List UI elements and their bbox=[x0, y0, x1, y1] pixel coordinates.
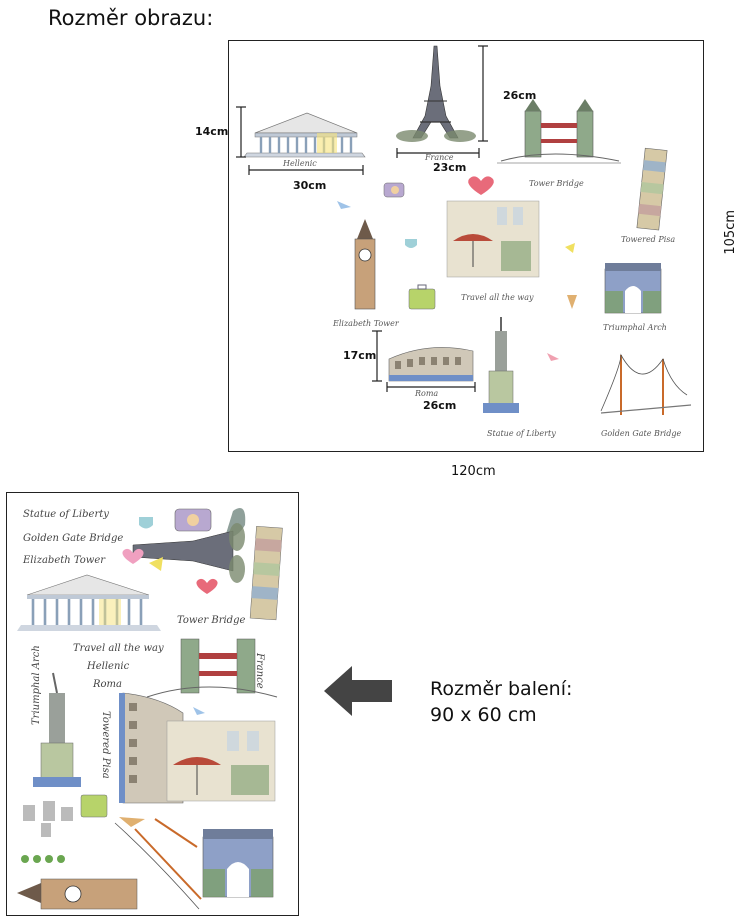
sheet-caption-roma: Roma bbox=[93, 679, 122, 690]
sheet-caption-travel: Travel all the way bbox=[73, 643, 164, 654]
arrow-left-icon bbox=[324, 666, 392, 716]
cafe-scene-sticker bbox=[446, 200, 540, 278]
wall-layout-illustration bbox=[236, 45, 692, 415]
caption-france: France bbox=[425, 153, 454, 162]
suitcase-sticker bbox=[408, 284, 436, 310]
sheet-teacup bbox=[139, 517, 153, 529]
bird-sticker bbox=[565, 243, 575, 253]
sticker-sheet-frame: Statue of Liberty Golden Gate Bridge Eli… bbox=[6, 492, 299, 916]
pisa-tower-sticker bbox=[636, 147, 668, 231]
packaging-label: Rozměr balení: bbox=[430, 678, 573, 700]
packaging-size: 90 x 60 cm bbox=[430, 704, 537, 726]
caption-travel: Travel all the way bbox=[461, 293, 534, 302]
parthenon-dimension-lines bbox=[236, 106, 364, 175]
eiffel-tower-sticker bbox=[396, 45, 476, 142]
sheet-tower-bridge bbox=[146, 638, 278, 698]
sheet-caption-tower-bridge: Tower Bridge bbox=[177, 615, 246, 626]
golden-gate-sticker bbox=[600, 353, 692, 415]
caption-hellenic: Hellenic bbox=[283, 159, 317, 168]
eiffel-dimension-lines bbox=[396, 45, 488, 158]
wall-layout-frame: 14cm 30cm 26cm 23cm 17cm 26cm Hellenic F… bbox=[195, 40, 704, 452]
sheet-caption-towered-pisa: Towered Pisa bbox=[100, 711, 111, 779]
caption-towered-pisa: Towered Pisa bbox=[621, 235, 676, 244]
sheet-suitcase bbox=[80, 794, 108, 818]
page-title: Rozměr obrazu: bbox=[48, 6, 214, 30]
sheet-caption-france: France bbox=[254, 653, 265, 689]
sheet-pisa bbox=[249, 526, 283, 621]
caption-statue-of-liberty: Statue of Liberty bbox=[487, 429, 556, 438]
parthenon-width-label: 30cm bbox=[293, 179, 327, 192]
sheet-triumphal-arch bbox=[202, 829, 274, 898]
triumphal-arch-sticker bbox=[604, 263, 662, 314]
sheet-caption-statue-of-liberty: Statue of Liberty bbox=[23, 509, 109, 520]
big-ben-sticker bbox=[354, 219, 376, 310]
caption-golden-gate: Golden Gate Bridge bbox=[601, 429, 682, 438]
heart-sticker bbox=[468, 176, 494, 195]
caption-elizabeth-tower: Elizabeth Tower bbox=[333, 319, 399, 328]
sheet-caption-triumphal-arch: Triumphal Arch bbox=[31, 645, 42, 725]
caption-tower-bridge: Tower Bridge bbox=[529, 179, 584, 188]
sheet-cafe bbox=[166, 720, 276, 802]
colosseum-sticker bbox=[388, 347, 474, 382]
paper-plane-sticker bbox=[337, 201, 351, 209]
sheet-caption-elizabeth-tower: Elizabeth Tower bbox=[23, 555, 106, 566]
sheet-green-dots bbox=[21, 855, 65, 863]
sticker-sheet-illustration bbox=[17, 508, 283, 910]
caption-roma: Roma bbox=[415, 389, 439, 398]
colosseum-dimension-lines bbox=[372, 330, 476, 392]
sheet-small-landmarks bbox=[23, 801, 73, 837]
sheet-parthenon bbox=[17, 574, 161, 631]
ice-cream-sticker bbox=[567, 295, 577, 309]
parthenon-height-label: 14cm bbox=[195, 125, 229, 138]
total-width-label: 120cm bbox=[451, 464, 496, 479]
sheet-caption-golden-gate: Golden Gate Bridge bbox=[23, 533, 124, 544]
eiffel-height-label: 26cm bbox=[503, 89, 537, 102]
teacup-sticker bbox=[405, 239, 417, 248]
statue-of-liberty-sticker bbox=[483, 317, 519, 413]
paper-plane-sticker-2 bbox=[547, 353, 559, 361]
colosseum-height-label: 17cm bbox=[343, 349, 377, 362]
sheet-caption-hellenic: Hellenic bbox=[87, 661, 130, 672]
colosseum-width-label: 26cm bbox=[423, 399, 457, 412]
total-height-label: 105cm bbox=[723, 210, 738, 255]
eiffel-width-label: 23cm bbox=[433, 161, 467, 174]
camera-sticker bbox=[383, 182, 405, 198]
sheet-statue-of-liberty bbox=[33, 672, 81, 787]
parthenon-sticker bbox=[243, 112, 366, 158]
tower-bridge-sticker bbox=[497, 99, 621, 164]
sheet-eiffel bbox=[132, 523, 245, 583]
sheet-big-ben bbox=[17, 878, 138, 910]
caption-triumphal-arch: Triumphal Arch bbox=[603, 323, 667, 332]
sheet-golden-gate bbox=[114, 818, 202, 910]
